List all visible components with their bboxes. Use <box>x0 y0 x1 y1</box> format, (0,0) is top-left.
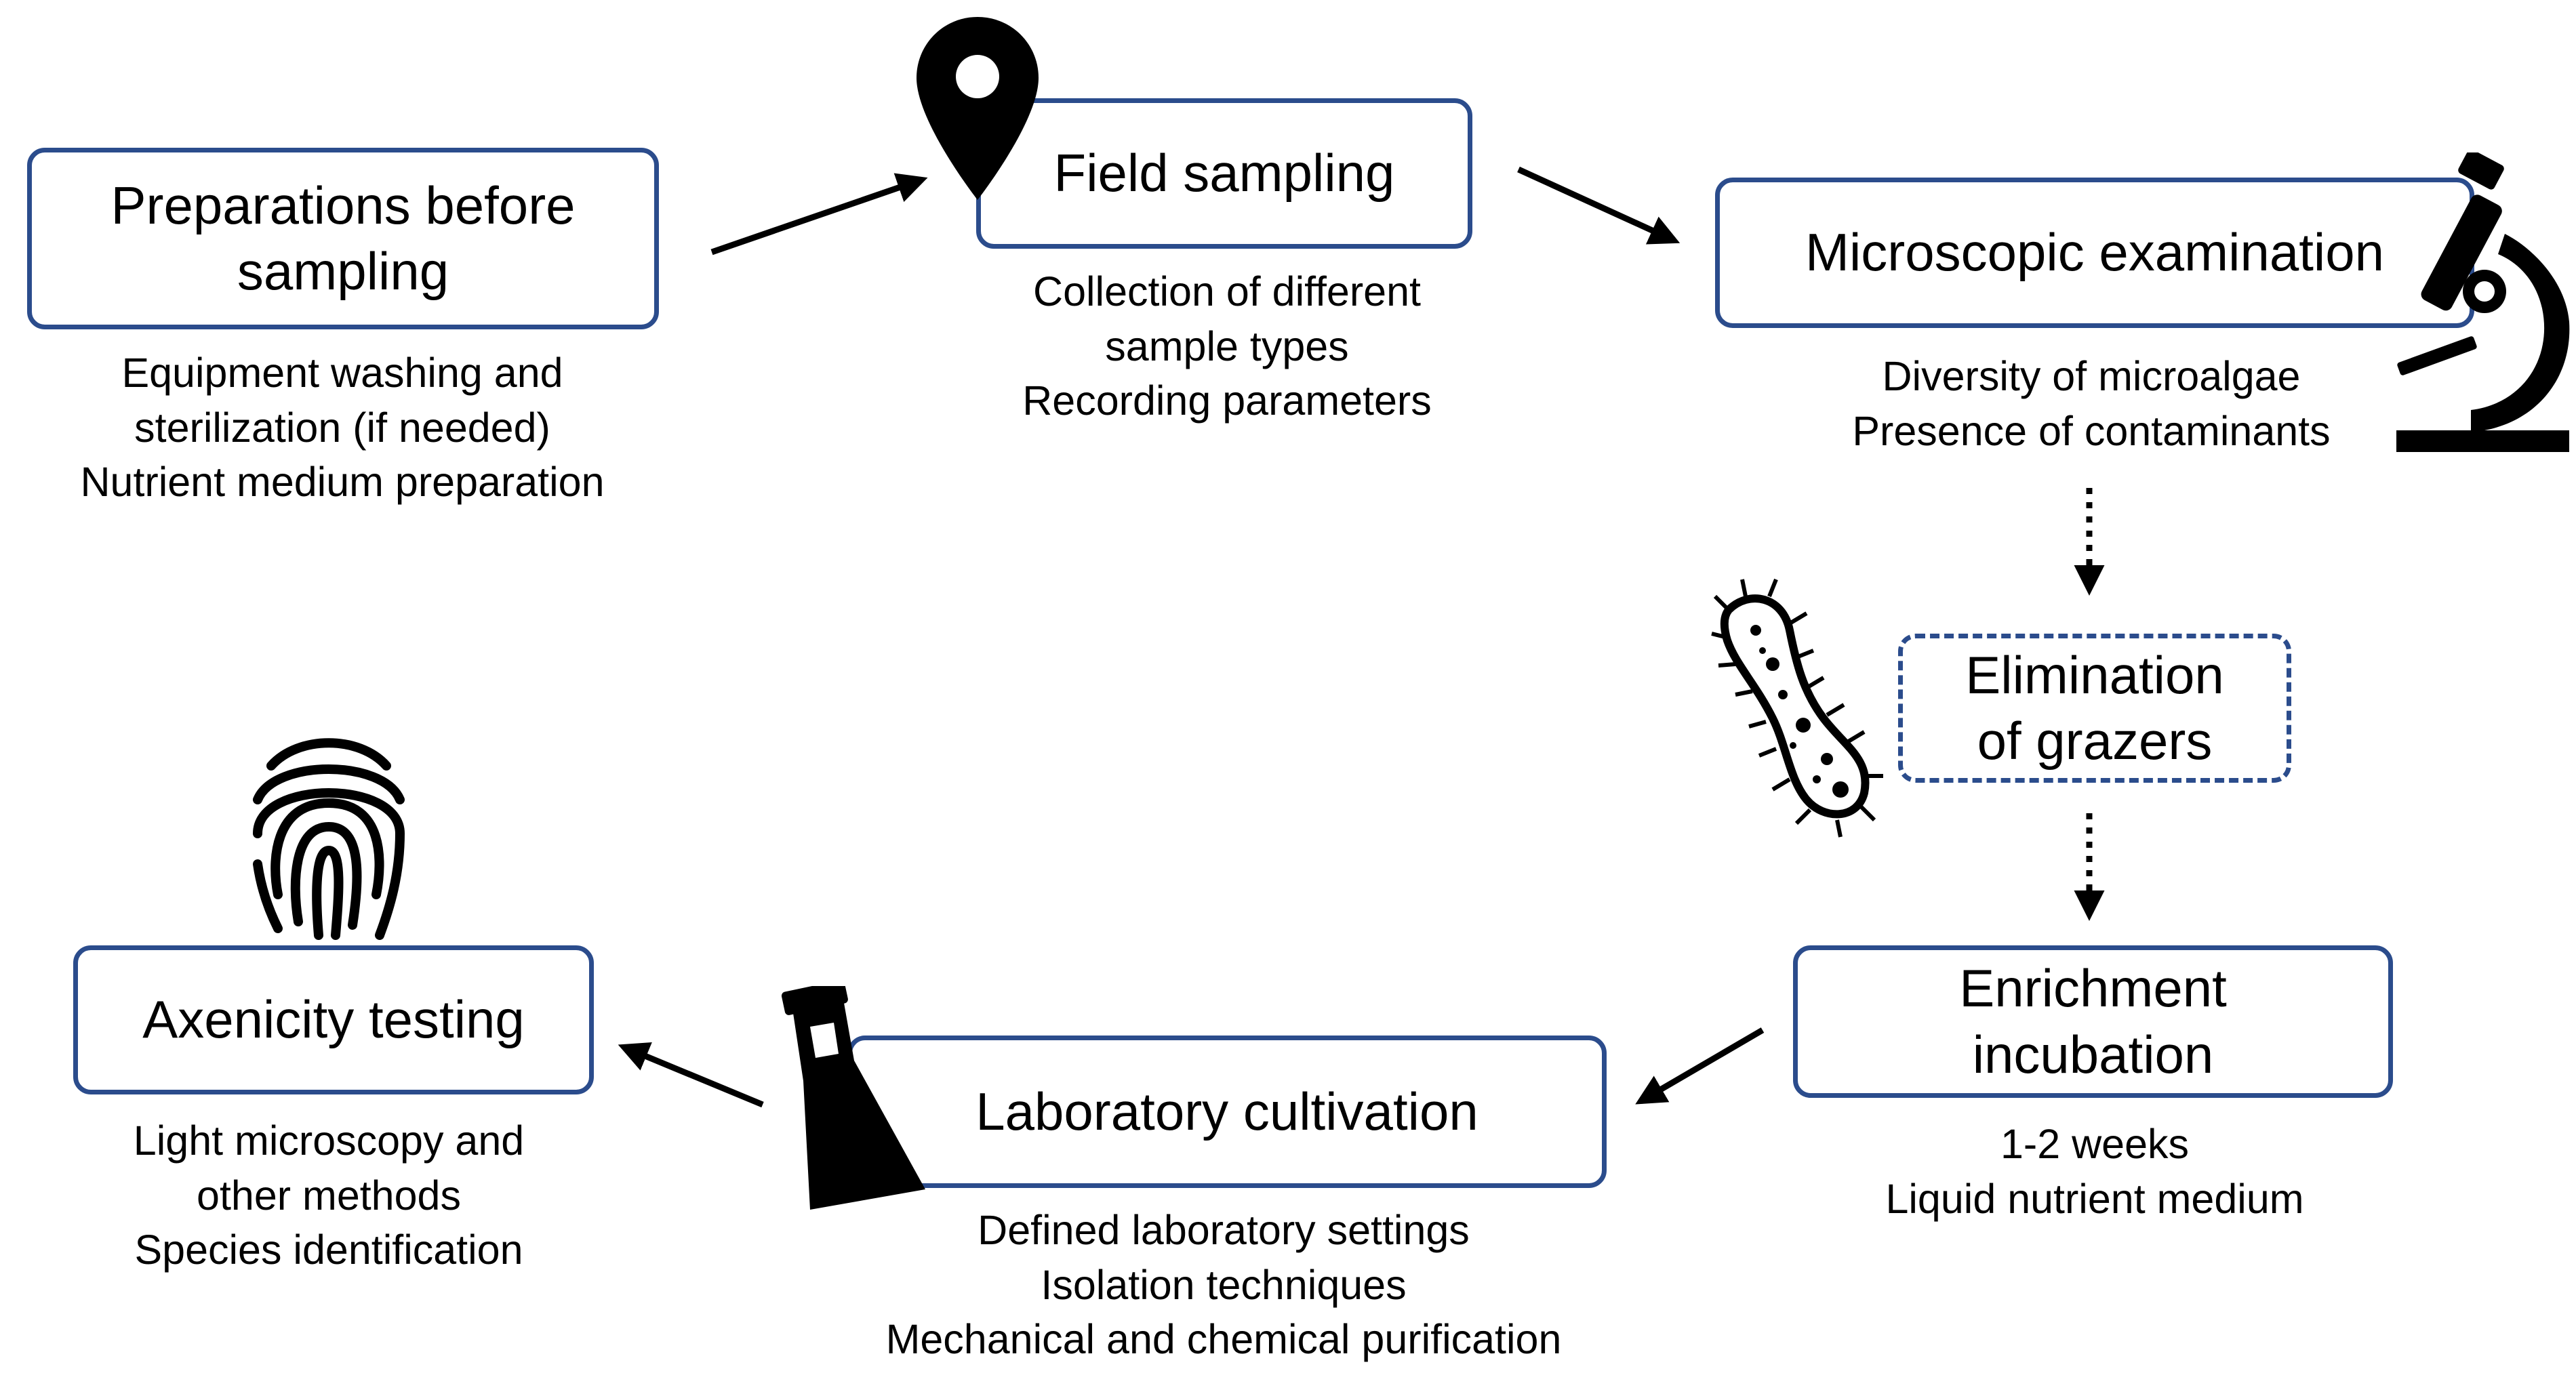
arrow-prep-to-field <box>710 173 928 255</box>
field-sampling-title: Field sampling <box>1053 143 1395 203</box>
enrichment-incubation-box: Enrichment incubation <box>1793 945 2393 1098</box>
flask-icon <box>781 986 925 1210</box>
microscopic-examination-title: Microscopic examination <box>1805 222 2384 283</box>
preparations-box: Preparations before sampling <box>27 148 659 329</box>
enrichment-incubation-description: 1-2 weeks Liquid nutrient medium <box>1885 1121 2304 1222</box>
preparations-title: Preparations before sampling <box>110 175 576 302</box>
elimination-of-grazers-title: Elimination of grazers <box>1965 644 2224 771</box>
fingerprint-icon <box>253 738 405 940</box>
field-sampling-box: Field sampling <box>976 98 1472 249</box>
laboratory-cultivation-title: Laboratory cultivation <box>975 1081 1478 1141</box>
elimination-of-grazers-box: Elimination of grazers <box>1898 634 2291 783</box>
laboratory-cultivation-description: Defined laboratory settings Isolation te… <box>885 1207 1562 1363</box>
microorganism-icon <box>1711 578 1883 838</box>
enrichment-incubation-title: Enrichment incubation <box>1959 958 2227 1084</box>
laboratory-cultivation-box: Laboratory cultivation <box>847 1036 1607 1188</box>
arrow-laboratory-to-axenicity <box>618 1042 764 1108</box>
microscopic-examination-box: Microscopic examination <box>1715 178 2474 328</box>
microscope-icon <box>2396 152 2570 452</box>
field-sampling-description: Collection of different sample types Rec… <box>1022 268 1432 424</box>
location-pin-icon <box>917 17 1039 200</box>
preparations-description: Equipment washing and sterilization (if … <box>80 350 605 506</box>
axenicity-testing-title: Axenicity testing <box>142 989 525 1050</box>
microscopic-examination-description: Diversity of microalgae Presence of cont… <box>1852 353 2331 454</box>
axenicity-testing-description: Light microscopy and other methods Speci… <box>133 1118 525 1273</box>
arrow-enrichment-to-laboratory <box>1635 1027 1765 1105</box>
arrow-field-to-microscopic <box>1517 166 1681 245</box>
axenicity-testing-box: Axenicity testing <box>73 945 594 1094</box>
